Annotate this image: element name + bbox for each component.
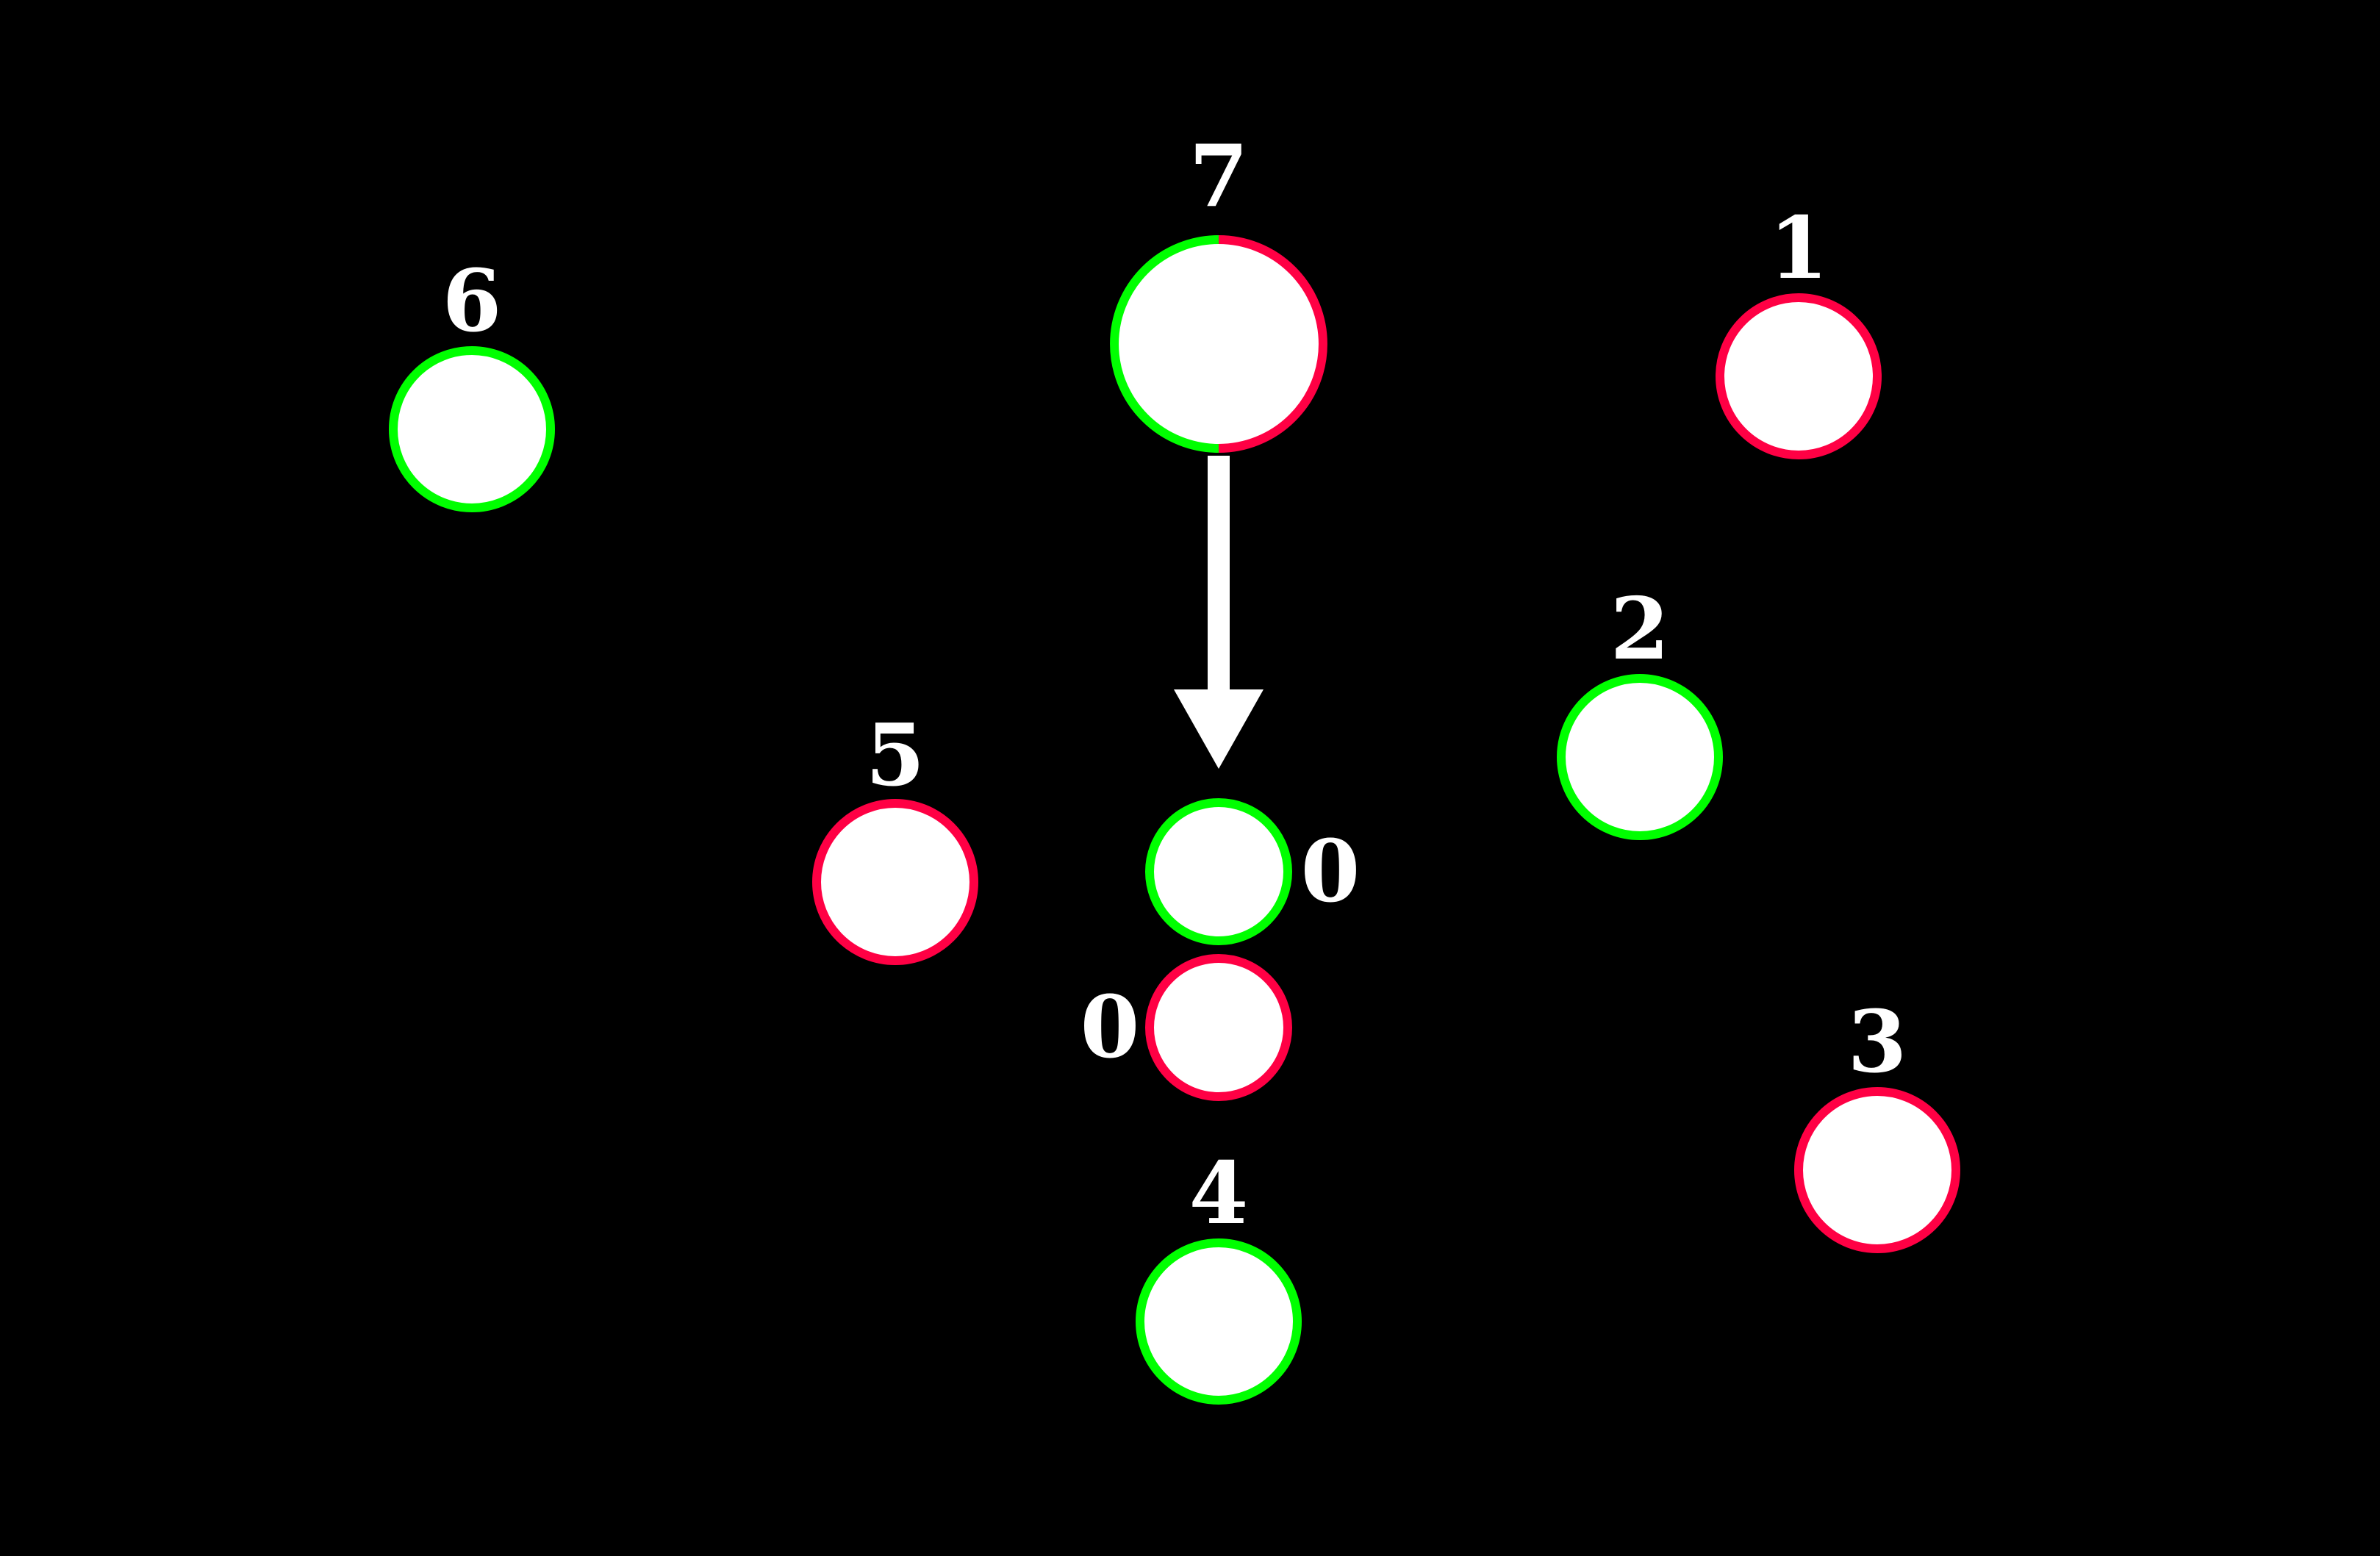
node-4-body [1136, 1238, 1302, 1405]
node-5-label: 5 [866, 706, 925, 806]
node-2: 2 [1557, 579, 1723, 840]
node-0-green: 0 [1145, 798, 1361, 945]
node-2-label: 2 [1610, 579, 1670, 679]
node-0-red-label: 0 [1080, 978, 1140, 1078]
node-7-ring-green [1110, 235, 1219, 453]
node-1-body [1716, 293, 1882, 459]
node-0-red: 0 [1080, 954, 1292, 1101]
node-6-body [389, 346, 555, 512]
node-3-label: 3 [1848, 992, 1907, 1092]
node-4-label: 4 [1189, 1144, 1249, 1244]
node-0-red-body [1145, 954, 1292, 1101]
arrow-head [1174, 689, 1264, 769]
node-4: 4 [1136, 1144, 1302, 1405]
node-1: 1 [1716, 198, 1882, 459]
arrow-7-to-0 [1174, 456, 1264, 769]
node-3-body [1794, 1087, 1960, 1253]
node-7-ring-red [1218, 235, 1327, 453]
node-2-body [1557, 674, 1723, 840]
node-7-body [1114, 240, 1323, 448]
node-0-green-body [1145, 798, 1292, 945]
node-5: 5 [812, 706, 978, 965]
node-5-body [812, 799, 978, 965]
node-1-label: 1 [1769, 198, 1829, 298]
arrow-shaft [1208, 456, 1230, 691]
node-6: 6 [389, 251, 555, 512]
node-3: 3 [1794, 992, 1960, 1253]
node-7: 7 [1110, 126, 1327, 453]
node-6-label: 6 [442, 251, 502, 351]
node-7-label: 7 [1189, 126, 1249, 226]
node-0-green-label: 0 [1301, 822, 1361, 922]
